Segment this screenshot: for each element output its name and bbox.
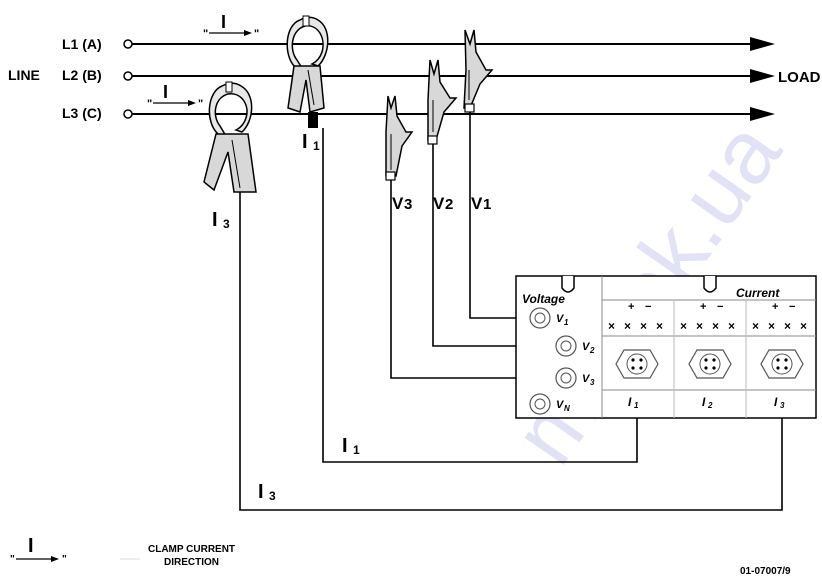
svg-text:I: I (258, 481, 264, 503)
svg-text:−: − (645, 301, 651, 313)
current-clamp-i1 (286, 15, 329, 128)
meter-voltage-label: Voltage (522, 292, 565, 306)
svg-text:3: 3 (269, 489, 276, 503)
svg-text:V: V (471, 194, 483, 213)
terminal-v2: V 2 (555, 335, 595, 357)
svg-text:×: × (728, 319, 735, 333)
terminal-x-row: × × × × × × × × × × × × (608, 319, 807, 333)
wire-i1 (322, 128, 638, 463)
svg-text:×: × (696, 319, 703, 333)
svg-text:V: V (433, 194, 445, 213)
svg-text:3: 3 (780, 401, 785, 410)
svg-text:1: 1 (564, 318, 569, 327)
svg-text:×: × (656, 319, 663, 333)
svg-text:I: I (302, 131, 308, 153)
legend-current-arrow: " I " (10, 535, 67, 565)
line-l2-label: L2 (B) (62, 67, 102, 83)
svg-text:I: I (221, 12, 226, 32)
current-direction-indicator-l1: " I " (203, 12, 259, 40)
current-clamp-i3 (203, 81, 257, 193)
svg-text:": " (203, 28, 208, 40)
svg-text:N: N (564, 404, 570, 413)
svg-text:1: 1 (483, 196, 491, 213)
svg-text:I: I (212, 209, 218, 231)
svg-text:I: I (774, 395, 778, 409)
svg-text:2: 2 (707, 401, 713, 410)
svg-text:×: × (624, 319, 631, 333)
svg-text:": " (147, 98, 152, 110)
probe-label-v2: V 2 (433, 194, 453, 213)
line-group-label: LINE (8, 67, 40, 83)
probe-label-v3: V 3 (392, 194, 412, 213)
current-direction-indicator-l3: " I " (147, 82, 203, 110)
svg-text:1: 1 (313, 139, 320, 153)
voltage-probe-v3 (385, 95, 414, 181)
legend-text-line2: DIRECTION (164, 557, 219, 568)
svg-text:": " (62, 554, 67, 565)
svg-text:V: V (392, 194, 404, 213)
svg-text:3: 3 (590, 378, 595, 387)
svg-text:I: I (342, 435, 348, 457)
probe-label-v1: V 1 (471, 194, 491, 213)
current-input-i3: I 3 (760, 349, 804, 410)
load-label: LOAD (778, 69, 821, 86)
wire-v1 (469, 112, 530, 319)
svg-text:3: 3 (404, 196, 412, 213)
figure-code: 01-07007/9 (740, 566, 791, 577)
phase-line-l3 (123, 107, 775, 121)
svg-text:I: I (163, 82, 168, 102)
svg-text:I: I (628, 395, 632, 409)
svg-text:1: 1 (353, 443, 360, 457)
polarity-markers: + − + − + − (628, 301, 795, 313)
svg-text:I: I (702, 395, 706, 409)
svg-text:×: × (784, 319, 791, 333)
voltage-probe-v1 (463, 29, 494, 113)
phase-line-l2 (123, 69, 775, 83)
terminal-vn: V N (529, 393, 570, 415)
terminal-v1: V 1 (529, 307, 569, 329)
svg-text:×: × (752, 319, 759, 333)
svg-text:V: V (582, 373, 591, 385)
wire-label-i3: I 3 (258, 481, 276, 503)
phase-line-l1 (123, 37, 775, 51)
clamp-label-i1-top: I 1 (302, 131, 320, 153)
wire-label-i1: I 1 (342, 435, 360, 457)
svg-text:×: × (680, 319, 687, 333)
svg-text:": " (10, 554, 15, 565)
svg-text:V: V (556, 399, 565, 411)
current-input-i1: I 1 (615, 349, 659, 410)
svg-text:3: 3 (223, 217, 230, 231)
svg-text:2: 2 (445, 196, 453, 213)
svg-text:I: I (28, 535, 34, 557)
line-l1-label: L1 (A) (62, 36, 102, 52)
legend-text-line1: CLAMP CURRENT (148, 544, 235, 555)
wire-v3 (390, 180, 556, 379)
svg-text:×: × (608, 319, 615, 333)
svg-text:V: V (582, 341, 591, 353)
terminal-v3: V 3 (555, 367, 595, 389)
svg-text:V: V (556, 313, 565, 325)
svg-text:1: 1 (634, 401, 639, 410)
svg-text:": " (254, 28, 259, 40)
svg-text:×: × (800, 319, 807, 333)
svg-text:": " (198, 98, 203, 110)
svg-text:−: − (717, 301, 723, 313)
svg-text:+: + (628, 301, 634, 313)
svg-text:+: + (700, 301, 706, 313)
svg-text:×: × (712, 319, 719, 333)
svg-text:+: + (772, 301, 778, 313)
wire-v2 (432, 144, 556, 347)
svg-text:×: × (640, 319, 647, 333)
meter-current-label: Current (736, 286, 780, 300)
line-l3-label: L3 (C) (62, 105, 102, 121)
svg-text:2: 2 (589, 346, 595, 355)
voltage-probe-v2 (427, 59, 458, 145)
svg-text:−: − (789, 301, 795, 313)
wire-i3 (239, 192, 783, 511)
svg-text:×: × (768, 319, 775, 333)
current-input-i2: I 2 (688, 349, 732, 410)
clamp-label-i3-top: I 3 (212, 209, 230, 231)
